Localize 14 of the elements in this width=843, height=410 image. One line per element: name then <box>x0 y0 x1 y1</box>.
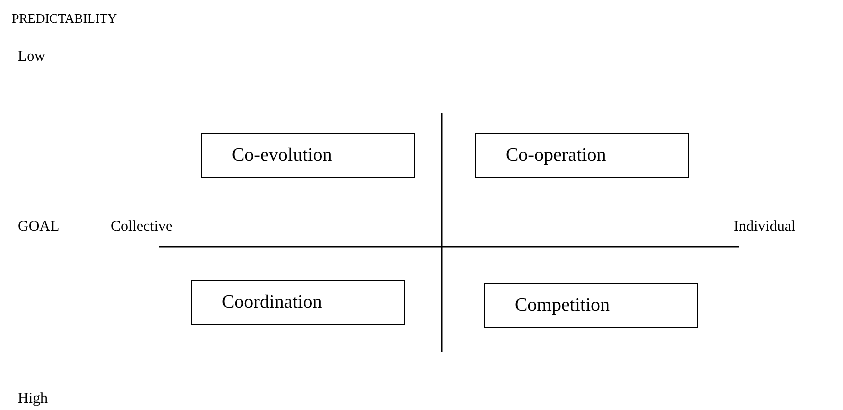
axis-end-label: Individual <box>734 220 796 235</box>
quadrant-box <box>201 133 415 178</box>
quadrant-box <box>191 280 405 325</box>
quadrant-label: Competition <box>515 294 610 316</box>
quadrant-label: Co-operation <box>506 144 606 166</box>
axis-title: PREDICTABILITY <box>12 12 118 25</box>
quadrant-box <box>484 283 698 328</box>
quadrant-box <box>475 133 689 178</box>
axis-end-label: Low <box>18 50 46 65</box>
axis-title: GOAL <box>18 220 60 235</box>
quadrant-label: Co-evolution <box>232 144 332 166</box>
axis-end-label: Collective <box>111 220 173 235</box>
quadrant-label: Coordination <box>222 292 322 314</box>
axis-end-label: High <box>18 392 48 407</box>
